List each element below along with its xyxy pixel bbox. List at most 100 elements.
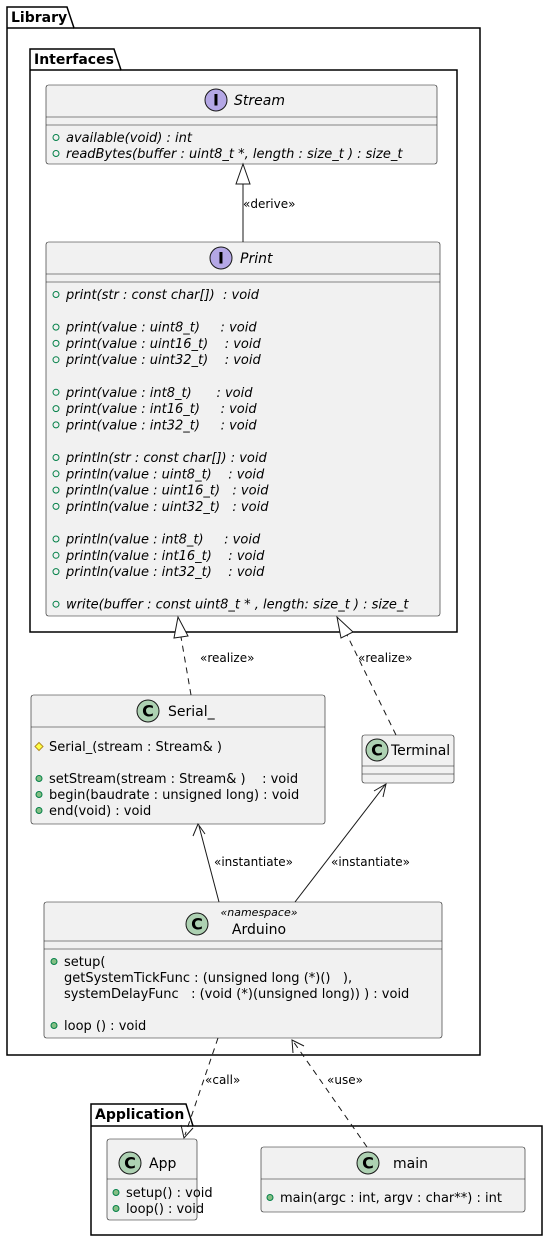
class-member: setup() : void (126, 1186, 213, 1201)
svg-text:C: C (124, 1154, 136, 1173)
class-name-main: main (393, 1156, 428, 1172)
public-visibility-icon (52, 502, 60, 510)
svg-text:C: C (362, 1154, 374, 1173)
class-member: begin(baudrate : unsigned long) : void (49, 788, 299, 803)
svg-text:C: C (371, 741, 383, 760)
package-application-label: Application (95, 1107, 184, 1123)
public-visibility-icon (266, 1194, 274, 1201)
class-member: systemDelayFunc : (void (*)(unsigned lon… (64, 987, 409, 1002)
public-visibility-icon (52, 486, 60, 494)
public-visibility-icon (52, 150, 60, 157)
class-name-serial: Serial_ (168, 704, 216, 720)
class-member: print(value : uint8_t) : void (65, 321, 257, 336)
member-list: main(argc : int, argv : char**) : int (266, 1191, 502, 1206)
label-use: «use» (327, 1073, 363, 1087)
class-member: println(value : uint16_t) : void (65, 484, 269, 499)
label-instantiate-serial: «instantiate» (214, 855, 293, 869)
public-visibility-icon (35, 807, 43, 814)
package-library: Library (6, 6, 481, 1056)
interface-print: I Print print(str : const char[]) : void… (45, 241, 441, 617)
class-main: C main main(argc : int, argv : char**) :… (260, 1146, 526, 1213)
label-call: «call» (205, 1073, 240, 1087)
class-member: print(value : int8_t) : void (65, 386, 253, 401)
class-member: loop () : void (64, 1019, 146, 1034)
class-name-arduino: Arduino (232, 922, 286, 938)
class-member: print(value : uint16_t) : void (65, 337, 261, 352)
package-interfaces-label: Interfaces (34, 52, 114, 68)
svg-text:C: C (191, 915, 203, 934)
public-visibility-icon (52, 600, 60, 608)
edge-instantiate-terminal: «instantiate» (294, 782, 410, 903)
label-realize-terminal: «realize» (358, 651, 412, 665)
package-application: Application (90, 1103, 543, 1236)
public-visibility-icon (52, 535, 60, 543)
public-visibility-icon (35, 775, 43, 782)
interface-glyph-icon (204, 88, 228, 112)
public-visibility-icon (52, 568, 60, 576)
class-member: print(value : int16_t) : void (65, 402, 257, 417)
class-member: setup( (64, 955, 105, 970)
protected-visibility-icon (34, 741, 44, 752)
public-visibility-icon (52, 454, 60, 461)
class-member: print(str : const char[]) : void (65, 288, 260, 303)
class-member: println(value : uint8_t) : void (65, 467, 265, 482)
public-visibility-icon (50, 1022, 58, 1029)
class-serial: C Serial_ Serial_(stream : Stream& ) setS… (30, 694, 326, 825)
class-arduino: C «namespace» Arduino setup(getSystemTic… (43, 901, 443, 1039)
public-visibility-icon (52, 470, 60, 478)
edge-derive: «derive» (235, 162, 295, 242)
class-member: println(value : int32_t) : void (65, 565, 265, 580)
class-name-terminal: Terminal (390, 743, 450, 759)
label-instantiate-terminal: «instantiate» (331, 855, 410, 869)
label-realize-serial: «realize» (200, 651, 254, 665)
interface-stream: I Stream available(void) : intreadBytes(… (45, 84, 438, 165)
label-derive: «derive» (243, 197, 295, 211)
public-visibility-icon (112, 1205, 120, 1212)
public-visibility-icon (35, 791, 43, 798)
member-list: print(str : const char[]) : void print(va… (52, 288, 409, 613)
public-visibility-icon (50, 958, 58, 965)
class-name-print: Print (240, 251, 273, 267)
class-member: println(value : int16_t) : void (65, 549, 265, 564)
interface-glyph-icon (209, 246, 233, 270)
public-visibility-icon (52, 291, 60, 298)
inheritance-arrowhead (235, 162, 251, 185)
class-member: end(void) : void (49, 804, 151, 819)
svg-text:C: C (142, 702, 154, 721)
class-terminal: C Terminal (361, 734, 455, 784)
public-visibility-icon (52, 323, 60, 331)
class-glyph-icon (136, 699, 160, 723)
realization-arrowhead (173, 615, 189, 639)
class-member: available(void) : int (66, 131, 193, 146)
class-name-stream: Stream (234, 93, 285, 109)
public-visibility-icon (52, 339, 60, 347)
public-visibility-icon (52, 388, 60, 396)
edge-realize-serial: «realize» (173, 615, 254, 696)
edge-instantiate-serial: «instantiate» (192, 822, 293, 903)
edge-realize-terminal: «realize» (336, 615, 412, 736)
class-member: readBytes(buffer : uint8_t *, length : s… (66, 147, 403, 162)
public-visibility-icon (52, 356, 60, 364)
edge-use: «use» (291, 1039, 368, 1148)
class-member: Serial_(stream : Stream& ) (49, 740, 222, 755)
class-name-app: App (149, 1156, 176, 1172)
class-member: setStream(stream : Stream& ) : void (49, 772, 298, 787)
class-glyph-icon (118, 1151, 142, 1175)
class-member: main(argc : int, argv : char**) : int (280, 1191, 502, 1206)
member-list: setup(getSystemTickFunc : (unsigned long… (50, 955, 409, 1034)
class-member: println(str : const char[]) : void (65, 451, 267, 466)
class-member: loop() : void (126, 1202, 204, 1217)
arduino-stereotype: «namespace» (220, 906, 297, 919)
public-visibility-icon (52, 405, 60, 413)
class-member: println(value : int8_t) : void (65, 533, 261, 548)
member-list: Serial_(stream : Stream& ) setStream(stre… (34, 740, 299, 819)
realization-arrowhead (336, 615, 354, 639)
public-visibility-icon (52, 134, 60, 141)
public-visibility-icon (112, 1189, 120, 1196)
public-visibility-icon (52, 421, 60, 429)
class-glyph-icon (356, 1151, 380, 1175)
